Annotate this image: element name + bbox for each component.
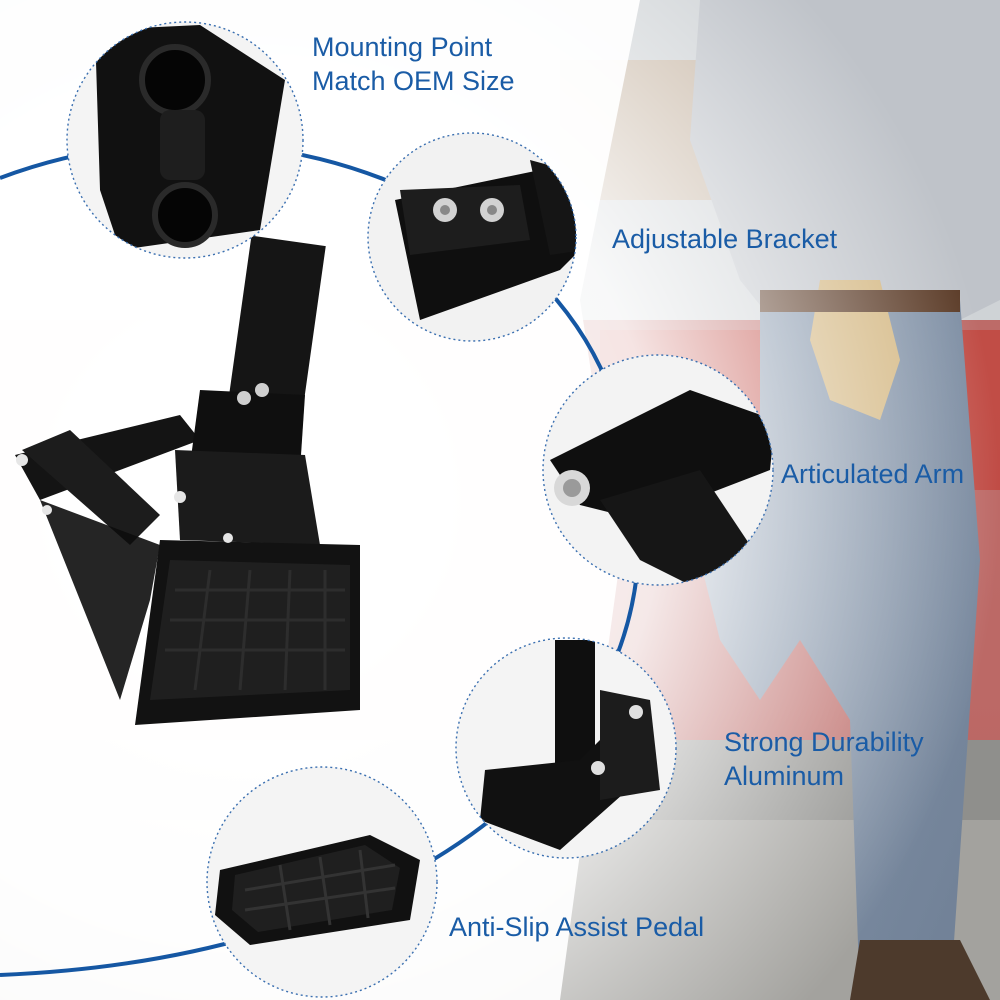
callout-adjustable-bracket: Adjustable Bracket	[612, 222, 837, 256]
callout-articulated-arm: Articulated Arm	[781, 457, 964, 491]
callout-strong-durability-line-1: Strong Durability	[724, 727, 924, 757]
callout-strong-durability: Strong Durability Aluminum	[724, 725, 924, 793]
connector-arc	[0, 141, 641, 977]
callout-mounting-point-line-1: Mounting Point	[312, 32, 493, 62]
callout-adjustable-bracket-line-1: Adjustable Bracket	[612, 224, 838, 254]
tailgate-step-product	[15, 235, 360, 725]
detail-adjustable-bracket	[367, 132, 577, 342]
detail-articulated-arm	[542, 354, 774, 586]
callout-anti-slip-pedal: Anti-Slip Assist Pedal	[449, 910, 704, 944]
callout-mounting-point: Mounting Point Match OEM Size	[312, 30, 515, 98]
detail-anti-slip-pedal	[206, 766, 438, 998]
callout-anti-slip-pedal-line-1: Anti-Slip Assist Pedal	[449, 912, 705, 942]
callout-mounting-point-line-2: Match OEM Size	[312, 66, 515, 96]
callout-articulated-arm-line-1: Articulated Arm	[781, 459, 965, 489]
detail-mounting-point	[66, 21, 304, 259]
detail-strong-durability	[455, 637, 677, 859]
callout-strong-durability-line-2: Aluminum	[724, 761, 845, 791]
